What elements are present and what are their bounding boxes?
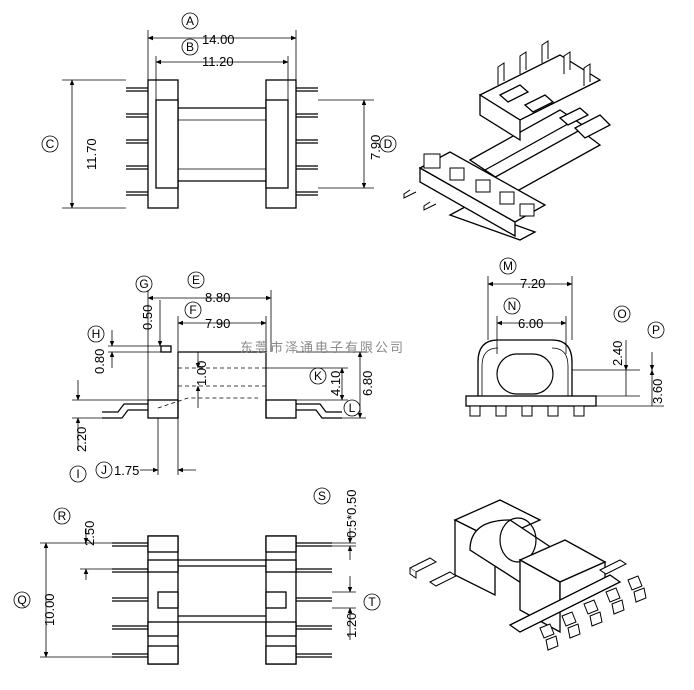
top-view: A 14.00 B 11.20 C 11.70 D 7.90 — [41, 12, 397, 209]
isometric-view-bottom — [409, 499, 647, 651]
dim-m-letter: M — [503, 259, 513, 273]
dim-p-letter: P — [652, 323, 660, 337]
dim-g-value: 0.50 — [140, 305, 155, 330]
dim-o-letter: O — [617, 307, 626, 321]
dim-s-letter: S — [318, 489, 326, 503]
dim-d-letter: D — [384, 137, 393, 151]
dim-f-letter: F — [189, 303, 196, 317]
iso-top-rear-pins — [497, 40, 591, 86]
dim-l-value: 6.80 — [360, 371, 375, 396]
iso-top-front-pins — [403, 153, 535, 217]
bottom-view-left-pins — [112, 542, 148, 658]
dim-r-letter: R — [58, 509, 67, 523]
bottom-view-right-pins — [296, 542, 332, 658]
dim-t-value: 1.20 — [344, 613, 359, 638]
dim-j-letter: J — [101, 463, 107, 477]
end-view: M 7.20 N 6.00 O 2.40 P 3.60 — [465, 257, 665, 417]
dim-e-letter: E — [192, 273, 200, 287]
dim-f-value: 7.90 — [205, 316, 230, 331]
dim-b-letter: B — [186, 40, 194, 54]
watermark-text: 东莞市泽通电子有限公司 — [240, 340, 405, 356]
dim-d-value: 7.90 — [368, 135, 383, 160]
dim-c-value: 11.70 — [84, 138, 99, 170]
dim-n-letter: N — [508, 299, 517, 313]
dim-h-value: 0.80 — [92, 349, 107, 374]
dim-n-value: 6.00 — [518, 316, 543, 331]
dim-c-letter: C — [46, 137, 55, 151]
dim-a-letter: A — [186, 14, 194, 28]
top-view-right-pins — [296, 87, 318, 196]
dim-i-value: 2.20 — [74, 427, 89, 452]
dim-l-letter: L — [349, 401, 356, 415]
dim-g-letter: G — [139, 277, 148, 291]
core-gap-value: 1.00 — [194, 361, 209, 386]
dim-k-letter: K — [314, 369, 322, 383]
dim-a-value: 14.00 — [202, 32, 235, 47]
dim-m-value: 7.20 — [520, 276, 545, 291]
isometric-view-top — [403, 40, 612, 241]
end-view-pins — [469, 405, 585, 417]
dim-q-value: 10.00 — [42, 593, 57, 626]
dim-p-value: 3.60 — [650, 379, 665, 404]
dim-e-value: 8.80 — [205, 290, 230, 305]
dim-s-value: 0.5*0.50 — [344, 490, 359, 538]
dim-b-value: 11.20 — [202, 54, 234, 69]
iso-bottom-pins — [539, 575, 647, 651]
side-view: E 8.80 F 7.90 G 0.50 H 0.80 I 2.20 — [69, 271, 375, 483]
bottom-view: Q 10.00 R 2.50 S 0.5*0.50 T 1.20 — [13, 487, 381, 665]
top-view-left-pins — [126, 87, 148, 196]
dim-o-value: 2.40 — [610, 341, 625, 366]
dim-r-value: 2.50 — [82, 521, 97, 546]
dim-k-value: 4.10 — [328, 371, 343, 396]
dim-q-letter: Q — [17, 593, 26, 607]
dim-j-value: 1.75 — [114, 463, 139, 478]
dim-i-letter: I — [76, 467, 79, 481]
dim-t-letter: T — [368, 595, 376, 609]
dim-h-letter: H — [92, 327, 101, 341]
